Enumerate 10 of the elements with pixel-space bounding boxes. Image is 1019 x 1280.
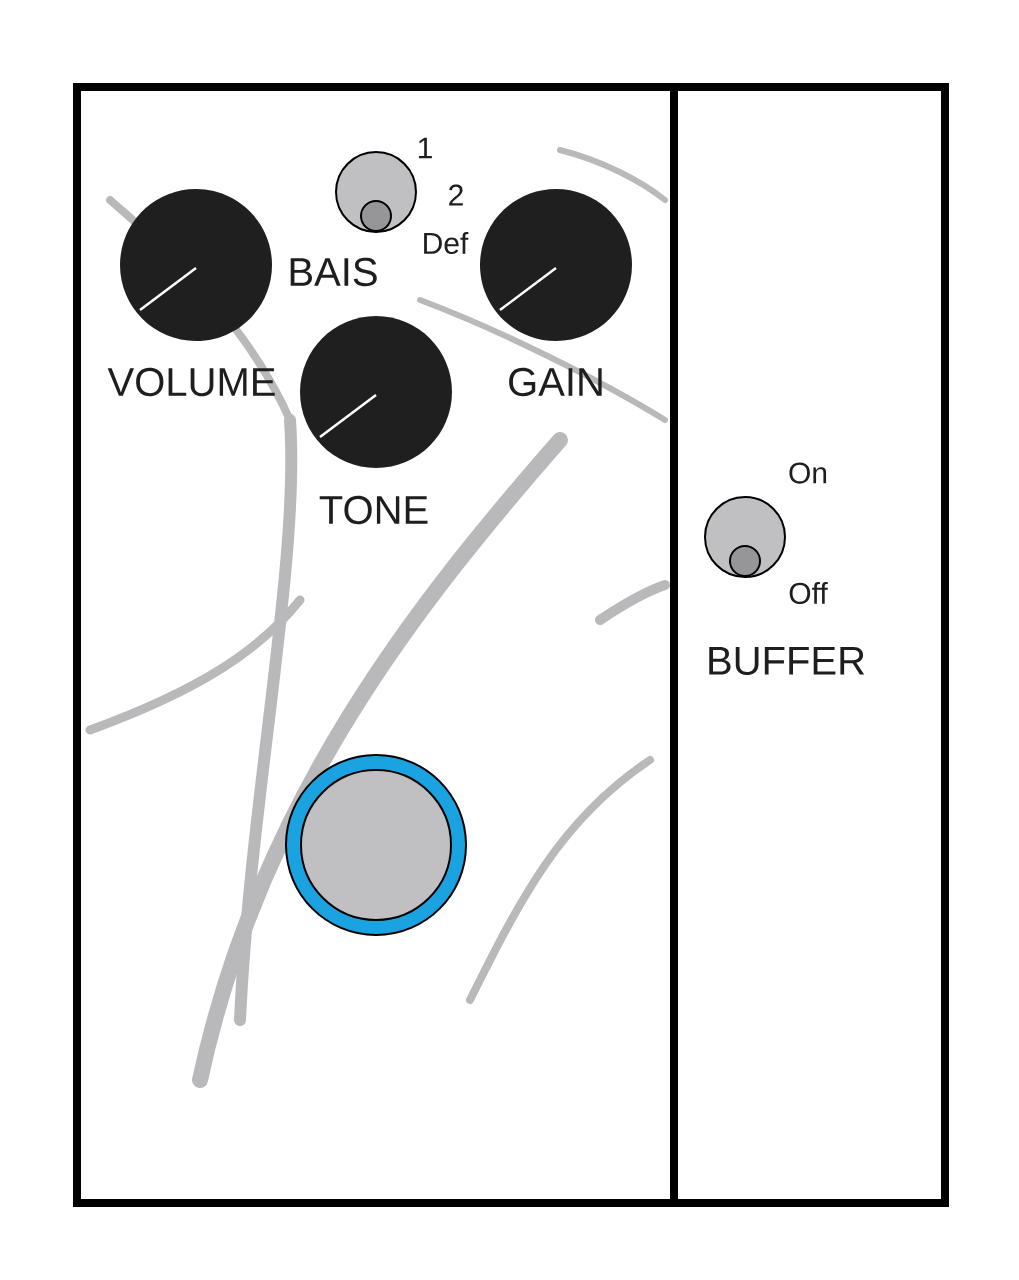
control-label: BAIS — [290, 257, 377, 287]
switch-position-label: Off — [789, 582, 828, 604]
switch-position-label: Def — [424, 232, 469, 254]
switch-position-label: 1 — [418, 137, 432, 159]
control-label: GAIN — [509, 367, 602, 397]
control-label: VOLUME — [107, 367, 275, 397]
control-label: BUFFER — [709, 647, 865, 675]
control-label: TONE — [319, 495, 428, 525]
switch-position-label: On — [789, 462, 827, 484]
switch-position-label: 2 — [449, 184, 463, 206]
